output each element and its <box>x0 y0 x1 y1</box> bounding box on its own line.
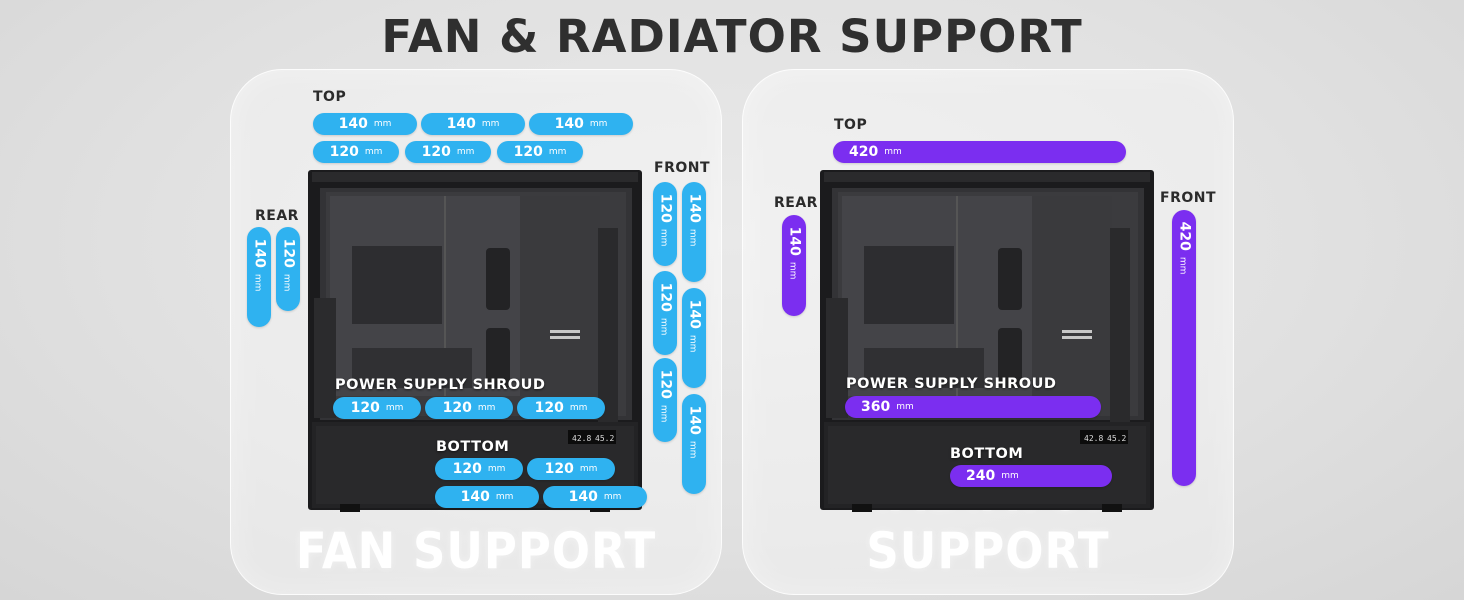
fan-psu-label: POWER SUPPLY SHROUD <box>335 377 546 393</box>
fan-rear-label: REAR <box>255 208 299 224</box>
fan-top-label: TOP <box>313 89 347 105</box>
page-title: FAN & RADIATOR SUPPORT <box>381 10 1083 63</box>
radiator-top-label: TOP <box>834 117 868 133</box>
fan-bottom-label: BOTTOM <box>436 439 510 455</box>
radiator-rear-label: REAR <box>774 195 818 211</box>
fan-support-caption: FAN SUPPORT <box>295 522 657 580</box>
temp-display-right: 45.2 <box>595 434 614 443</box>
temp-display-left: 42.8 <box>572 434 591 443</box>
radiator-front-label: FRONT <box>1160 190 1217 206</box>
radiator-bottom-label: BOTTOM <box>950 446 1024 462</box>
radiator-psu-label: POWER SUPPLY SHROUD <box>846 376 1057 392</box>
temp-display-left: 42.8 <box>1084 434 1103 443</box>
temp-display-right: 45.2 <box>1107 434 1126 443</box>
fan-front-label: FRONT <box>654 160 711 176</box>
